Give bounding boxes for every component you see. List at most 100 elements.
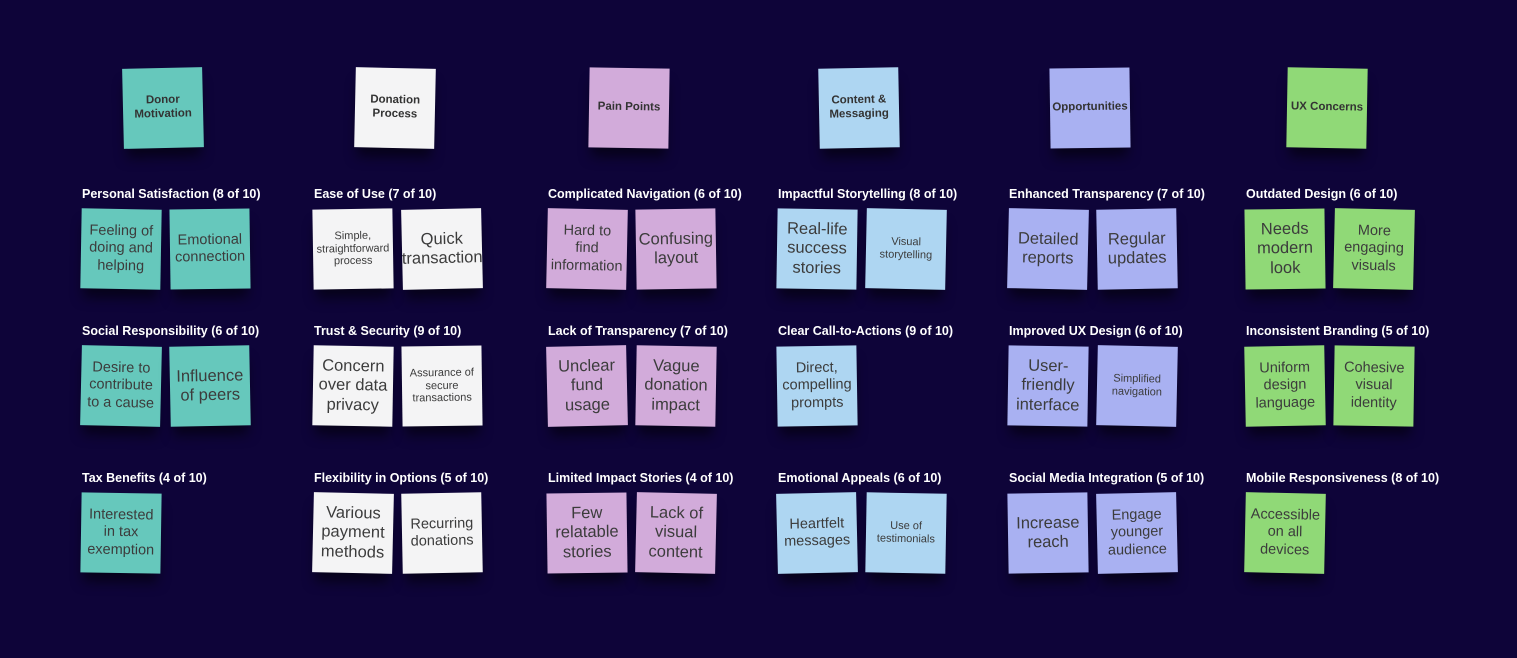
sticky-note[interactable]: Recurring donations [401,492,483,574]
category-header-note[interactable]: Donor Motivation [122,67,204,149]
group-label[interactable]: Inconsistent Branding (5 of 10) [1246,324,1430,338]
sticky-note[interactable]: User-friendly interface [1007,345,1089,427]
sticky-note[interactable]: Direct, compelling prompts [776,345,858,427]
sticky-note[interactable]: Real-life success stories [776,208,858,290]
sticky-note[interactable]: More engaging visuals [1333,208,1415,290]
sticky-note-text: Assurance of secure transactions [409,366,474,405]
note-group: Flexibility in Options (5 of 10) Various… [312,471,513,574]
note-row: Needs modern look More engaging visuals [1244,208,1445,290]
group-label[interactable]: Impactful Storytelling (8 of 10) [778,187,958,201]
group-label[interactable]: Personal Satisfaction (8 of 10) [82,187,261,201]
sticky-note[interactable]: Quick transaction [401,208,483,290]
sticky-note[interactable]: Various payment methods [312,492,394,574]
sticky-note-text: Detailed reports [1017,228,1079,268]
sticky-note-text: User-friendly interface [1015,356,1080,415]
note-row: Feeling of doing and helping Emotional c… [80,208,281,290]
sticky-note-text: Engage younger audience [1107,506,1167,559]
group-label[interactable]: Tax Benefits (4 of 10) [82,471,207,485]
sticky-note[interactable]: Cohesive visual identity [1333,345,1415,427]
group-label[interactable]: Outdated Design (6 of 10) [1246,187,1398,201]
note-row: Real-life success stories Visual storyte… [776,208,977,290]
group-label[interactable]: Limited Impact Stories (4 of 10) [548,471,734,485]
category-column-content-messaging: Content & Messaging Impactful Storytelli… [776,0,977,658]
group-label[interactable]: Complicated Navigation (6 of 10) [548,187,742,201]
note-group: Inconsistent Branding (5 of 10) Uniform … [1244,324,1445,427]
sticky-note[interactable]: Heartfelt messages [776,492,858,574]
sticky-note[interactable]: Confusing layout [635,208,717,290]
note-group: Trust & Security (9 of 10) Concern over … [312,324,513,427]
group-label[interactable]: Flexibility in Options (5 of 10) [314,471,489,485]
category-header-label: Pain Points [597,100,661,114]
sticky-note[interactable]: Few relatable stories [546,492,628,574]
sticky-note[interactable]: Simple, straightforward process [312,208,394,290]
sticky-note[interactable]: Interested in tax exemption [80,492,162,574]
sticky-note[interactable]: Uniform design language [1244,345,1326,427]
sticky-note[interactable]: Lack of visual content [635,492,717,574]
category-header-note[interactable]: Content & Messaging [818,67,900,149]
note-group: Improved UX Design (6 of 10) User-friend… [1007,324,1208,427]
sticky-note[interactable]: Desire to contribute to a cause [80,345,162,427]
sticky-note[interactable]: Simplified navigation [1096,345,1178,427]
sticky-note[interactable]: Detailed reports [1007,208,1089,290]
category-header-label: Donor Motivation [134,94,193,121]
sticky-note-text: Vague donation impact [644,356,708,415]
category-column-opportunities: Opportunities Enhanced Transparency (7 o… [1007,0,1208,658]
note-group: Social Responsibility (6 of 10) Desire t… [80,324,281,427]
sticky-note-text: Direct, compelling prompts [782,360,852,411]
category-column-ux-concerns: UX Concerns Outdated Design (6 of 10) Ne… [1244,0,1445,658]
sticky-note-text: Needs modern look [1256,219,1314,277]
category-header-label: UX Concerns [1290,100,1364,114]
sticky-note[interactable]: Influence of peers [169,345,251,427]
note-group: Clear Call-to-Actions (9 of 10) Direct, … [776,324,977,427]
sticky-note[interactable]: Needs modern look [1244,208,1326,290]
note-group: Lack of Transparency (7 of 10) Unclear f… [546,324,747,427]
category-header-note[interactable]: UX Concerns [1286,67,1368,149]
note-group: Personal Satisfaction (8 of 10) Feeling … [80,187,281,290]
sticky-note-text: Influence of peers [176,365,244,405]
category-column-donation-process: Donation Process Ease of Use (7 of 10) S… [312,0,513,658]
note-row: Increase reach Engage younger audience [1007,492,1208,574]
group-label[interactable]: Ease of Use (7 of 10) [314,187,437,201]
note-group: Enhanced Transparency (7 of 10) Detailed… [1007,187,1208,290]
category-header-note[interactable]: Donation Process [354,67,436,149]
group-label[interactable]: Social Media Integration (5 of 10) [1009,471,1205,485]
sticky-note[interactable]: Emotional connection [169,208,251,290]
group-label[interactable]: Clear Call-to-Actions (9 of 10) [778,324,954,338]
sticky-note-text: More engaging visuals [1343,222,1405,275]
note-row: Various payment methods Recurring donati… [312,492,513,574]
group-label[interactable]: Mobile Responsiveness (8 of 10) [1246,471,1440,485]
note-row: Concern over data privacy Assurance of s… [312,345,513,427]
sticky-note[interactable]: Accessible on all devices [1244,492,1326,574]
sticky-note[interactable]: Use of testimonials [865,492,947,574]
sticky-note[interactable]: Feeling of doing and helping [80,208,162,290]
sticky-note-text: Few relatable stories [555,503,619,562]
group-label[interactable]: Trust & Security (9 of 10) [314,324,462,338]
group-label[interactable]: Lack of Transparency (7 of 10) [548,324,728,338]
sticky-note-text: Concern over data privacy [318,356,388,415]
sticky-note-text: Visual storytelling [879,235,933,262]
group-label[interactable]: Emotional Appeals (6 of 10) [778,471,942,485]
sticky-note[interactable]: Hard to find information [546,208,628,290]
sticky-note[interactable]: Engage younger audience [1096,492,1178,574]
sticky-note[interactable]: Assurance of secure transactions [401,345,483,427]
category-header-note[interactable]: Opportunities [1049,67,1131,149]
note-row: Direct, compelling prompts [776,345,977,427]
note-row: User-friendly interface Simplified navig… [1007,345,1208,427]
sticky-note[interactable]: Vague donation impact [635,345,717,427]
category-header-note[interactable]: Pain Points [588,67,670,149]
group-label[interactable]: Enhanced Transparency (7 of 10) [1009,187,1205,201]
sticky-note[interactable]: Concern over data privacy [312,345,394,427]
group-label[interactable]: Improved UX Design (6 of 10) [1009,324,1183,338]
sticky-note[interactable]: Unclear fund usage [546,345,628,427]
note-group: Ease of Use (7 of 10) Simple, straightfo… [312,187,513,290]
note-row: Few relatable stories Lack of visual con… [546,492,747,574]
note-row: Heartfelt messages Use of testimonials [776,492,977,574]
sticky-note[interactable]: Regular updates [1096,208,1178,290]
note-group: Social Media Integration (5 of 10) Incre… [1007,471,1208,574]
group-label[interactable]: Social Responsibility (6 of 10) [82,324,260,338]
category-header-label: Donation Process [370,93,421,121]
sticky-note[interactable]: Increase reach [1007,492,1089,574]
category-header-label: Opportunities [1052,100,1128,114]
sticky-note[interactable]: Visual storytelling [865,208,947,290]
note-row: Uniform design language Cohesive visual … [1244,345,1445,427]
